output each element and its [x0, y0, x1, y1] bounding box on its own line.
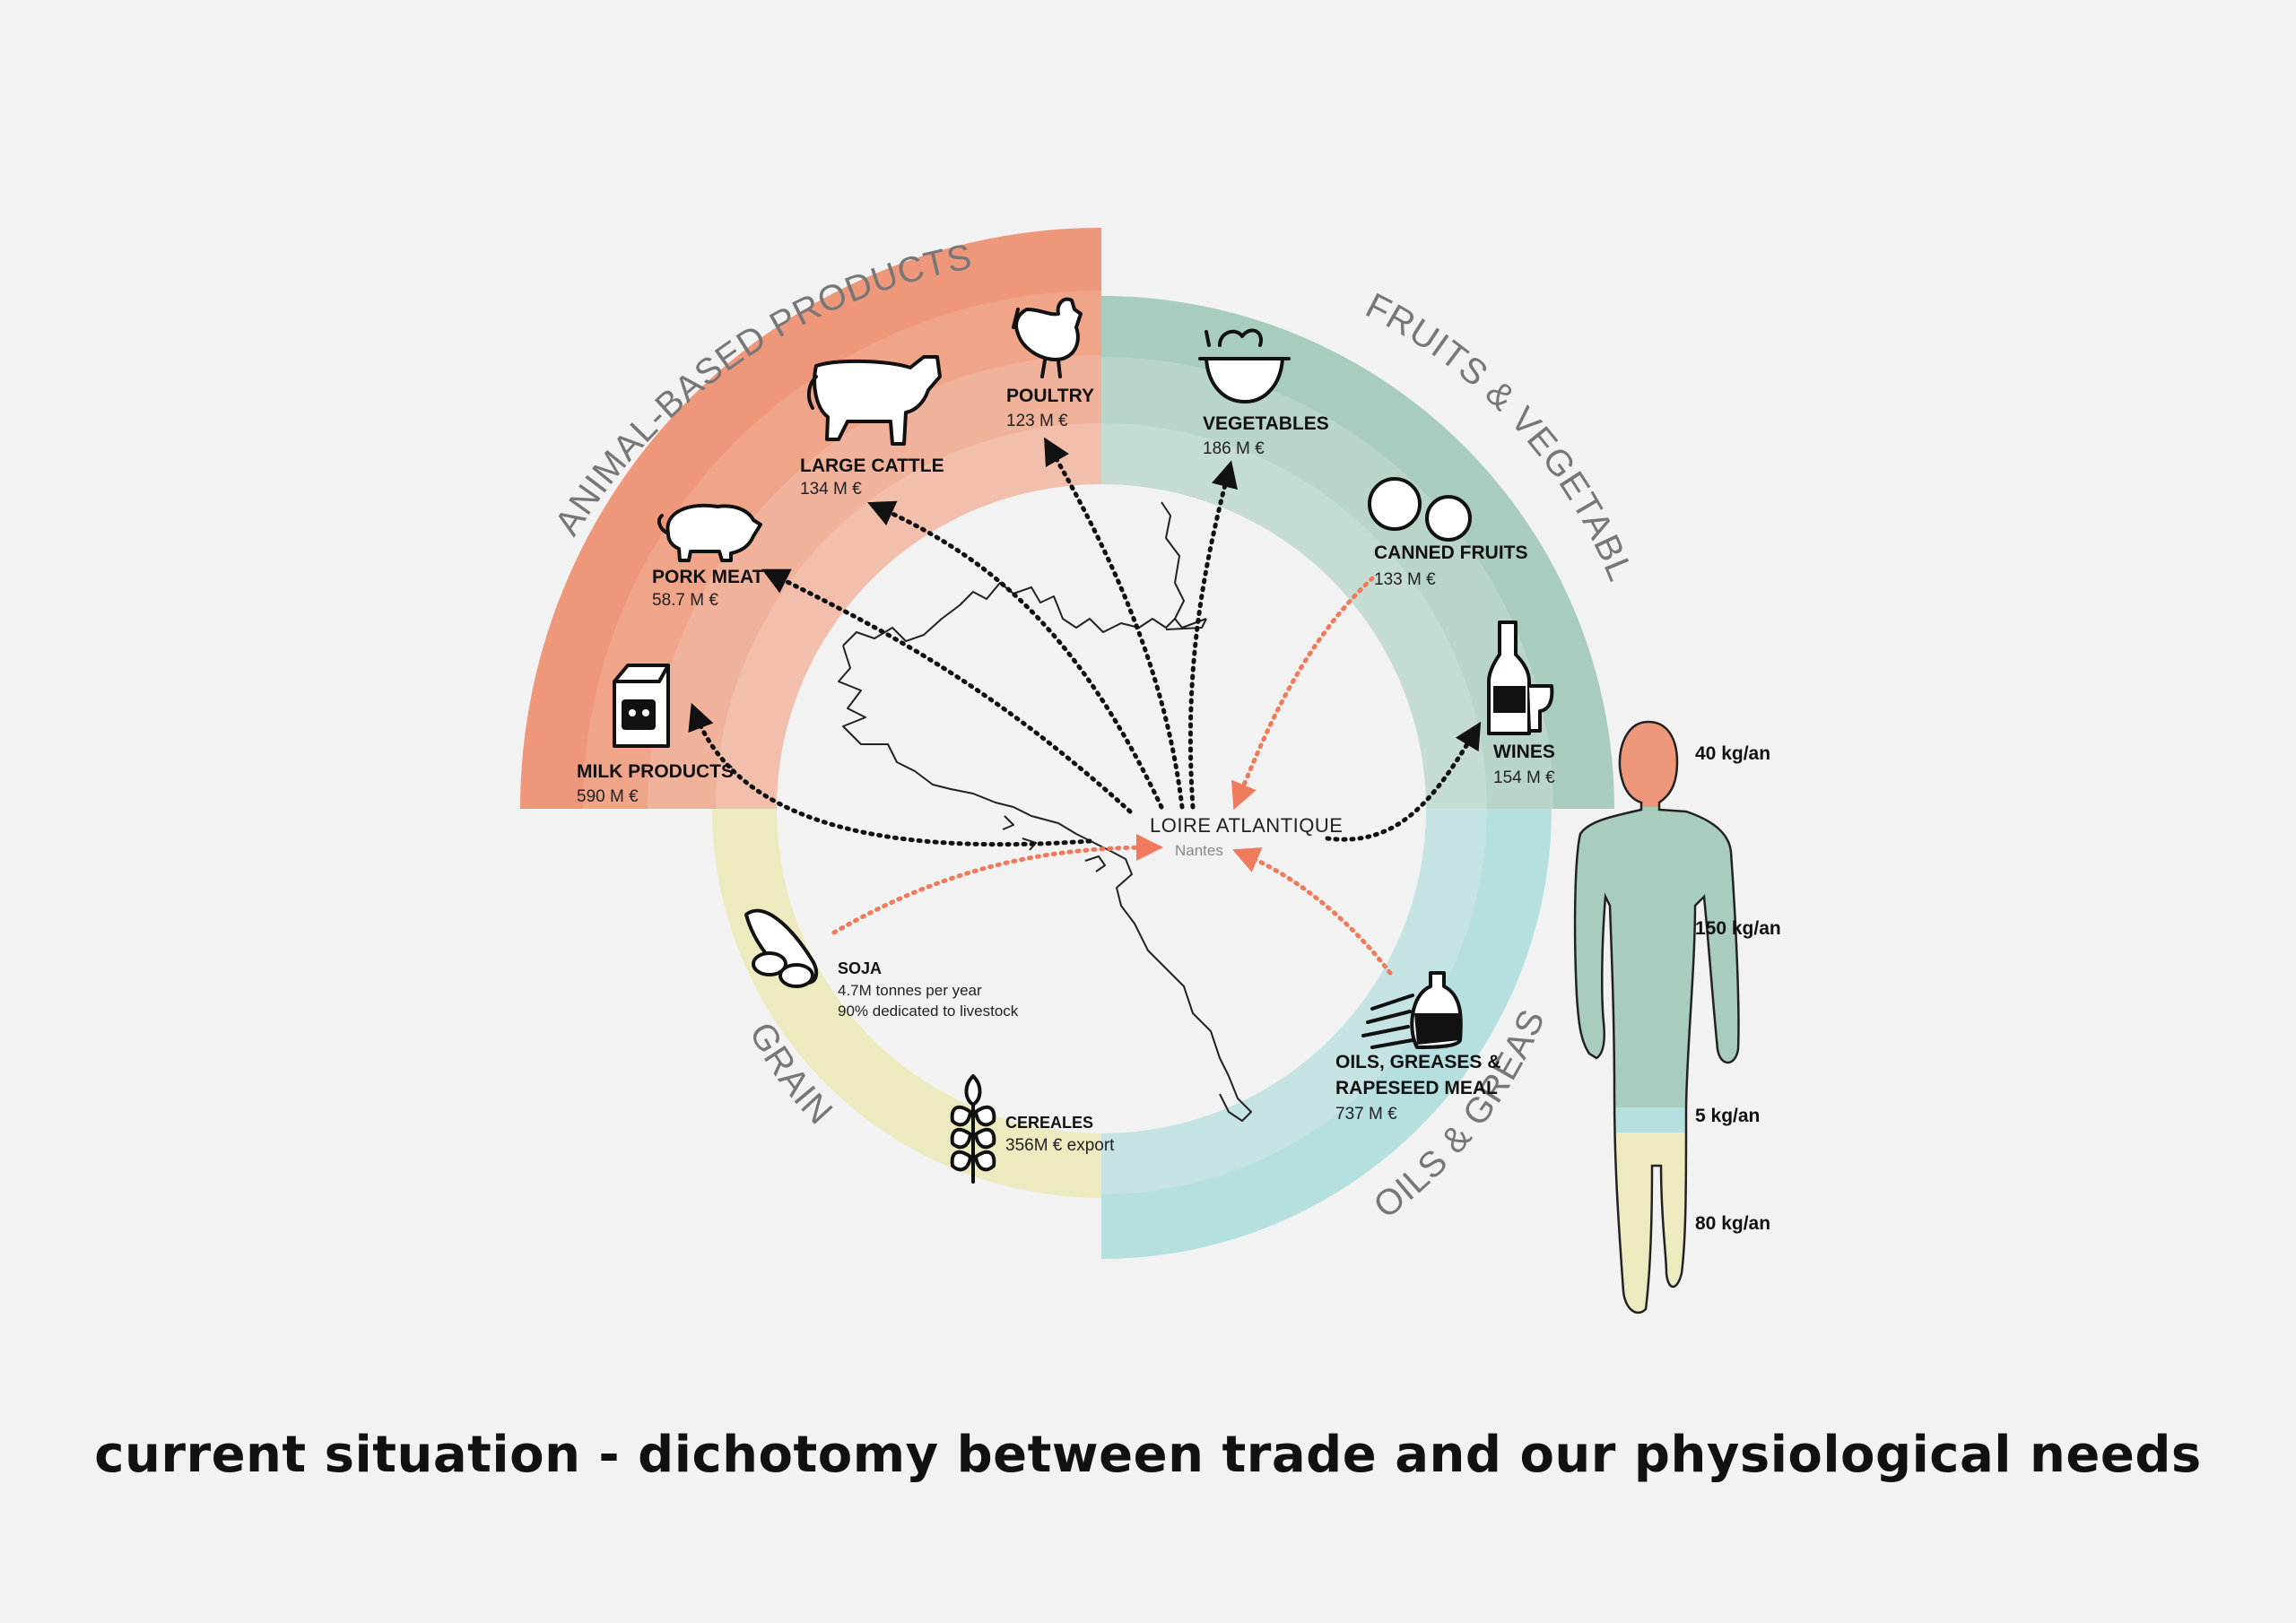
chicken-icon: [1012, 297, 1083, 378]
body-section-grains: [1575, 1133, 1739, 1313]
poultry-label: POULTRY: [1006, 386, 1094, 406]
oils-value: 737 M €: [1335, 1105, 1397, 1124]
region-map-outline: [838, 501, 1252, 1122]
canned-fruits-label: CANNED FRUITS: [1374, 542, 1528, 563]
soja-value-line1: 4.7M tonnes per year: [838, 982, 982, 999]
import-arrow-oils: [1231, 847, 1393, 976]
need-oils-label: 5 kg/an: [1695, 1106, 1760, 1126]
cereales-label: CEREALES: [1005, 1114, 1093, 1132]
import-arrow-canned: [1231, 576, 1375, 811]
location-name: LOIRE ATLANTIQUE: [1150, 814, 1343, 837]
wine-bottle-icon: [1487, 621, 1554, 735]
canned-fruits-value: 133 M €: [1374, 570, 1436, 589]
pig-icon: [657, 503, 762, 562]
location-city: Nantes: [1175, 842, 1223, 859]
need-fruits-label: 150 kg/an: [1695, 918, 1781, 939]
wheat-icon: [950, 1074, 996, 1184]
oils-label-line1: OILS, GREASES &: [1335, 1052, 1500, 1072]
map-disc: [777, 484, 1426, 1133]
fruits-icon: [1368, 477, 1472, 542]
poultry-value: 123 M €: [1006, 412, 1068, 430]
pork-meat-label: PORK MEAT: [652, 567, 764, 587]
vegetables-label: VEGETABLES: [1203, 413, 1329, 434]
export-arrow-poultry: [1044, 437, 1185, 810]
export-arrow-vegetables: [1187, 460, 1238, 810]
vegetables-value: 186 M €: [1203, 439, 1265, 458]
milk-carton-icon: [613, 664, 670, 748]
soja-value-line2: 90% dedicated to livestock: [838, 1002, 1019, 1020]
cow-icon: [806, 355, 942, 446]
import-arrow-soja: [831, 834, 1163, 935]
milk-products-label: MILK PRODUCTS: [577, 761, 734, 782]
export-arrow-cattle: [867, 500, 1164, 810]
wines-value: 154 M €: [1493, 768, 1555, 787]
cereales-value: 356M € export: [1005, 1136, 1115, 1155]
page-title: current situation - dichotomy between tr…: [94, 1426, 2202, 1484]
milk-products-value: 590 M €: [577, 787, 639, 806]
oils-label-line2: RAPESEED MEAL: [1335, 1078, 1498, 1098]
soy-beans-icon: [744, 908, 819, 988]
large-cattle-value: 134 M €: [800, 480, 862, 499]
wines-label: WINES: [1493, 742, 1555, 762]
export-arrow-pork: [761, 568, 1133, 814]
export-arrow-wines: [1325, 721, 1482, 842]
need-animal-label: 40 kg/an: [1695, 743, 1770, 764]
export-arrow-milk: [688, 702, 1092, 847]
oil-bottle-icon: [1361, 971, 1463, 1049]
vegetable-bowl-icon: [1198, 328, 1291, 404]
large-cattle-label: LARGE CATTLE: [800, 456, 944, 476]
need-grains-label: 80 kg/an: [1695, 1213, 1770, 1234]
soja-label: SOJA: [838, 959, 882, 977]
pork-meat-value: 58.7 M €: [652, 591, 718, 610]
